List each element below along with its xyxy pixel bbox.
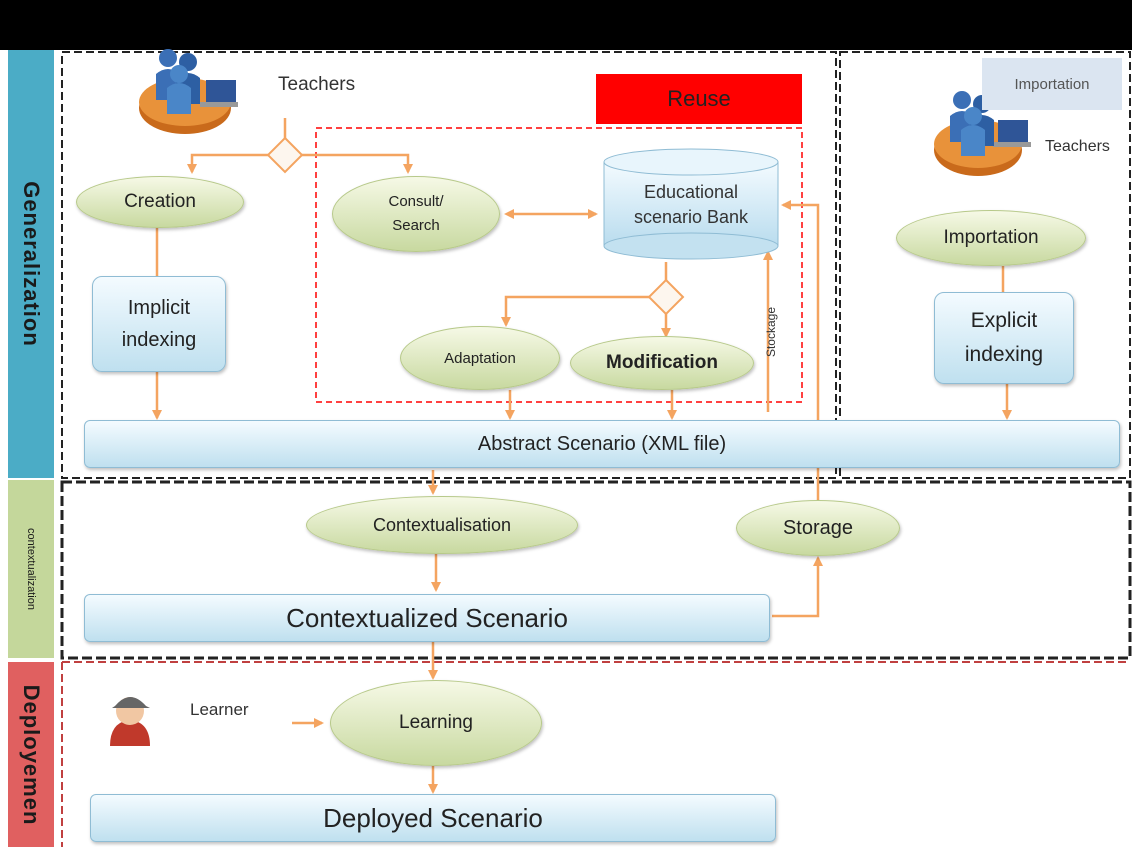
section-frames [60,51,1132,847]
learning-node: Learning [330,680,542,766]
creation-node: Creation [76,176,244,228]
teachers-icon-right [934,91,1031,176]
top-bar [0,0,1132,50]
modification-node: Modification [570,336,754,390]
storage-node: Storage [736,500,900,556]
importation-tag: Importation [982,58,1122,110]
explicit-indexing-box: Explicit indexing [934,292,1074,384]
band-generalization: Generalization [8,50,54,478]
reuse-banner: Reuse [596,74,802,124]
learner-icon [110,697,150,746]
band-deployement: Deployemen [8,662,54,847]
adaptation-node: Adaptation [400,326,560,390]
teachers-label-left: Teachers [278,74,356,95]
educational-bank-label: Educational scenario Bank [633,182,749,228]
decision-diamond-teachers [266,136,304,174]
implicit-indexing-box: Implicit indexing [92,276,226,372]
contextualisation-node: Contextualisation [306,496,578,554]
teachers-label-right: Teachers [1045,138,1110,155]
stockage-label: Stockage [764,306,778,358]
teachers-icon-left [139,49,238,134]
educational-bank-cylinder [603,148,779,260]
consult-search-node: Consult/ Search [332,176,500,252]
contextualized-scenario-bar: Contextualized Scenario [84,594,770,642]
abstract-scenario-bar: Abstract Scenario (XML file) [84,420,1120,468]
decision-diamond-bank [647,278,685,316]
importation-node: Importation [896,210,1086,266]
deployed-scenario-bar: Deployed Scenario [90,794,776,842]
learner-label: Learner [190,700,249,719]
band-contextualization: contextualization [8,480,54,658]
